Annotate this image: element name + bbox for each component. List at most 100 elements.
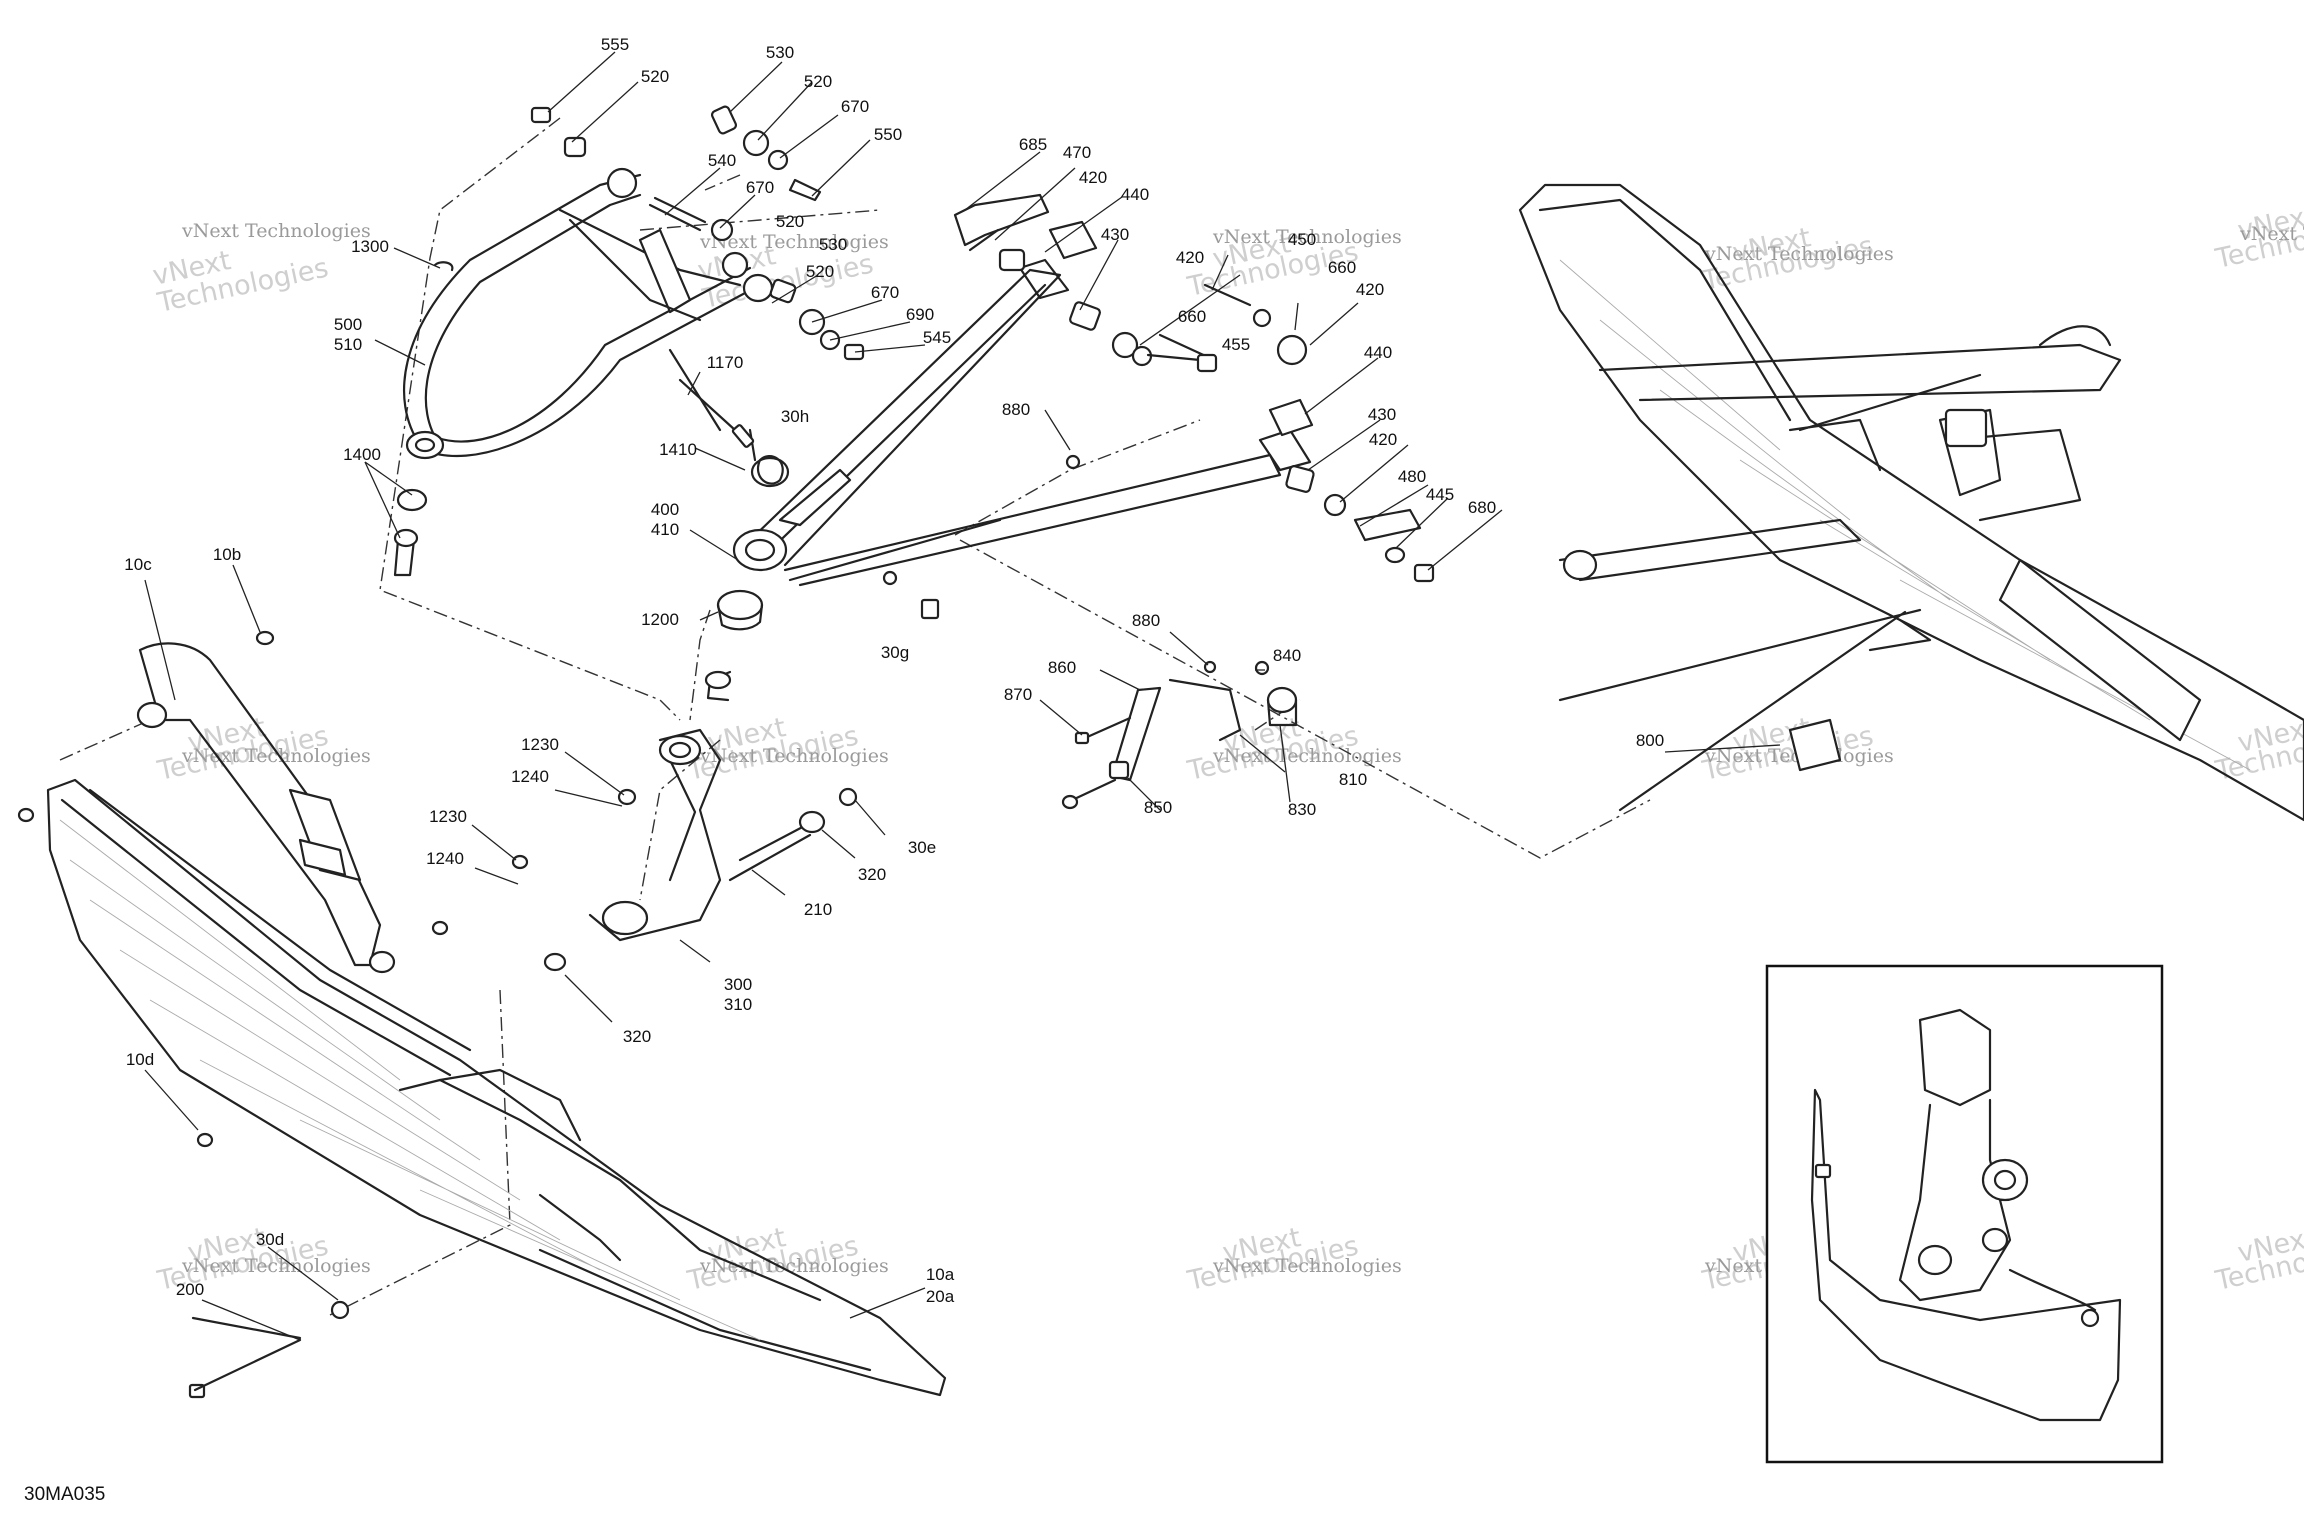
callout-1230: 1230 — [429, 807, 467, 826]
callout-320: 320 — [858, 865, 886, 884]
callout-540: 540 — [708, 151, 736, 170]
callout-420: 420 — [1369, 430, 1397, 449]
callout-840: 840 — [1273, 646, 1301, 665]
callout-10a: 10a — [926, 1265, 955, 1284]
callout-1300: 1300 — [351, 237, 389, 256]
callout-670: 670 — [841, 97, 869, 116]
svg-text:vNext Technologies: vNext Technologies — [699, 231, 889, 253]
svg-text:vNext Technologies: vNext Technologies — [1212, 1255, 1402, 1277]
callout-690: 690 — [906, 305, 934, 324]
watermark: vNext Technologies vNext Technologies — [2212, 200, 2304, 275]
callout-30d: 30d — [256, 1230, 284, 1249]
watermark: vNext Technologies — [2212, 1222, 2304, 1297]
callout-430: 430 — [1101, 225, 1129, 244]
callout-850: 850 — [1144, 798, 1172, 817]
callout-1170: 1170 — [707, 353, 744, 372]
callout-860: 860 — [1048, 658, 1076, 677]
callout-870: 870 — [1004, 685, 1032, 704]
assembled-ski-right — [1518, 183, 2304, 822]
lower-a-arm — [678, 258, 1312, 702]
upper-a-arm — [402, 167, 774, 460]
callout-470: 470 — [1063, 143, 1091, 162]
callout-455: 455 — [1222, 335, 1250, 354]
callout-10b: 10b — [213, 545, 241, 564]
callout-310: 310 — [724, 995, 752, 1014]
callout-480: 480 — [1398, 467, 1426, 486]
diagram-reference-code: 30MA035 — [24, 1484, 105, 1505]
callout-1230: 1230 — [521, 735, 559, 754]
callout-800: 800 — [1636, 731, 1664, 750]
callout-680: 680 — [1468, 498, 1496, 517]
upper-arm-hardware — [393, 105, 865, 577]
callout-880: 880 — [1132, 611, 1160, 630]
callout-510: 510 — [334, 335, 362, 354]
callout-10d: 10d — [126, 1050, 154, 1069]
callout-830: 830 — [1288, 800, 1316, 819]
callout-685: 685 — [1019, 135, 1047, 154]
watermark: vNext Technologies vNext Technologies — [154, 712, 371, 787]
callout-660: 660 — [1178, 307, 1206, 326]
callout-30e: 30e — [908, 838, 936, 857]
callout-320: 320 — [623, 1027, 651, 1046]
svg-text:vNext Technologies: vNext Technologies — [2239, 223, 2304, 245]
callout-10c: 10c — [124, 555, 152, 574]
callout-430: 430 — [1368, 405, 1396, 424]
callout-520: 520 — [804, 72, 832, 91]
callout-670: 670 — [746, 178, 774, 197]
leader-lines — [144, 51, 1781, 1341]
callout-545: 545 — [923, 328, 951, 347]
callout-670: 670 — [871, 283, 899, 302]
callout-1410: 1410 — [659, 440, 697, 459]
callout-1240: 1240 — [511, 767, 549, 786]
callout-810: 810 — [1339, 770, 1367, 789]
callout-1400: 1400 — [343, 445, 381, 464]
callout-1200: 1200 — [641, 610, 679, 629]
callout-660: 660 — [1328, 258, 1356, 277]
callout-880: 880 — [1002, 400, 1030, 419]
callout-410: 410 — [651, 520, 679, 539]
left-ski — [17, 630, 947, 1399]
callout-530: 530 — [819, 235, 847, 254]
callout-1240: 1240 — [426, 849, 464, 868]
svg-text:vNext Technologies: vNext Technologies — [1212, 745, 1402, 767]
callout-500: 500 — [334, 315, 362, 334]
detail-inset — [1765, 964, 2164, 1464]
callout-30g: 30g — [881, 643, 909, 662]
assembly-centerlines — [59, 117, 1651, 1316]
callout-530: 530 — [766, 43, 794, 62]
svg-text:vNext Technologies: vNext Technologies — [699, 745, 889, 767]
callout-450: 450 — [1288, 230, 1316, 249]
watermark: vNext Technologies vNext Technologies — [150, 220, 371, 319]
callout-200: 200 — [176, 1280, 204, 1299]
callout-labels: 555 530 520 520 670 550 540 670 520 530 … — [124, 35, 1664, 1306]
watermark: vNext Technologies vNext Technologies — [695, 231, 889, 315]
callout-440: 440 — [1121, 185, 1149, 204]
callout-440: 440 — [1364, 343, 1392, 362]
callout-20a: 20a — [926, 1287, 955, 1306]
callout-420: 420 — [1356, 280, 1384, 299]
callout-520: 520 — [641, 67, 669, 86]
watermark: vNext Technologies vNext Technologies — [1699, 222, 1894, 297]
callout-520: 520 — [776, 212, 804, 231]
svg-text:vNext Technologies: vNext Technologies — [181, 1255, 371, 1277]
callout-445: 445 — [1426, 485, 1454, 504]
callout-550: 550 — [874, 125, 902, 144]
callout-420: 420 — [1176, 248, 1204, 267]
svg-text:vNext Technologies: vNext Technologies — [1212, 226, 1402, 248]
svg-text:vNext Technologies: vNext Technologies — [1704, 243, 1894, 265]
callout-520: 520 — [806, 262, 834, 281]
callout-420: 420 — [1079, 168, 1107, 187]
lower-arm-hardware — [953, 193, 1435, 583]
callout-555: 555 — [601, 35, 629, 54]
watermark: vNext Technologies vNext Technologies — [1184, 1222, 1402, 1297]
svg-text:vNext Technologies: vNext Technologies — [181, 745, 371, 767]
spindle — [511, 728, 858, 972]
svg-text:vNext Technologies: vNext Technologies — [699, 1255, 889, 1277]
watermark: vNext Technologies vNext Technologies — [1184, 712, 1402, 787]
callout-300: 300 — [724, 975, 752, 994]
callout-210: 210 — [804, 900, 832, 919]
callout-400: 400 — [651, 500, 679, 519]
callout-30h: 30h — [781, 407, 809, 426]
